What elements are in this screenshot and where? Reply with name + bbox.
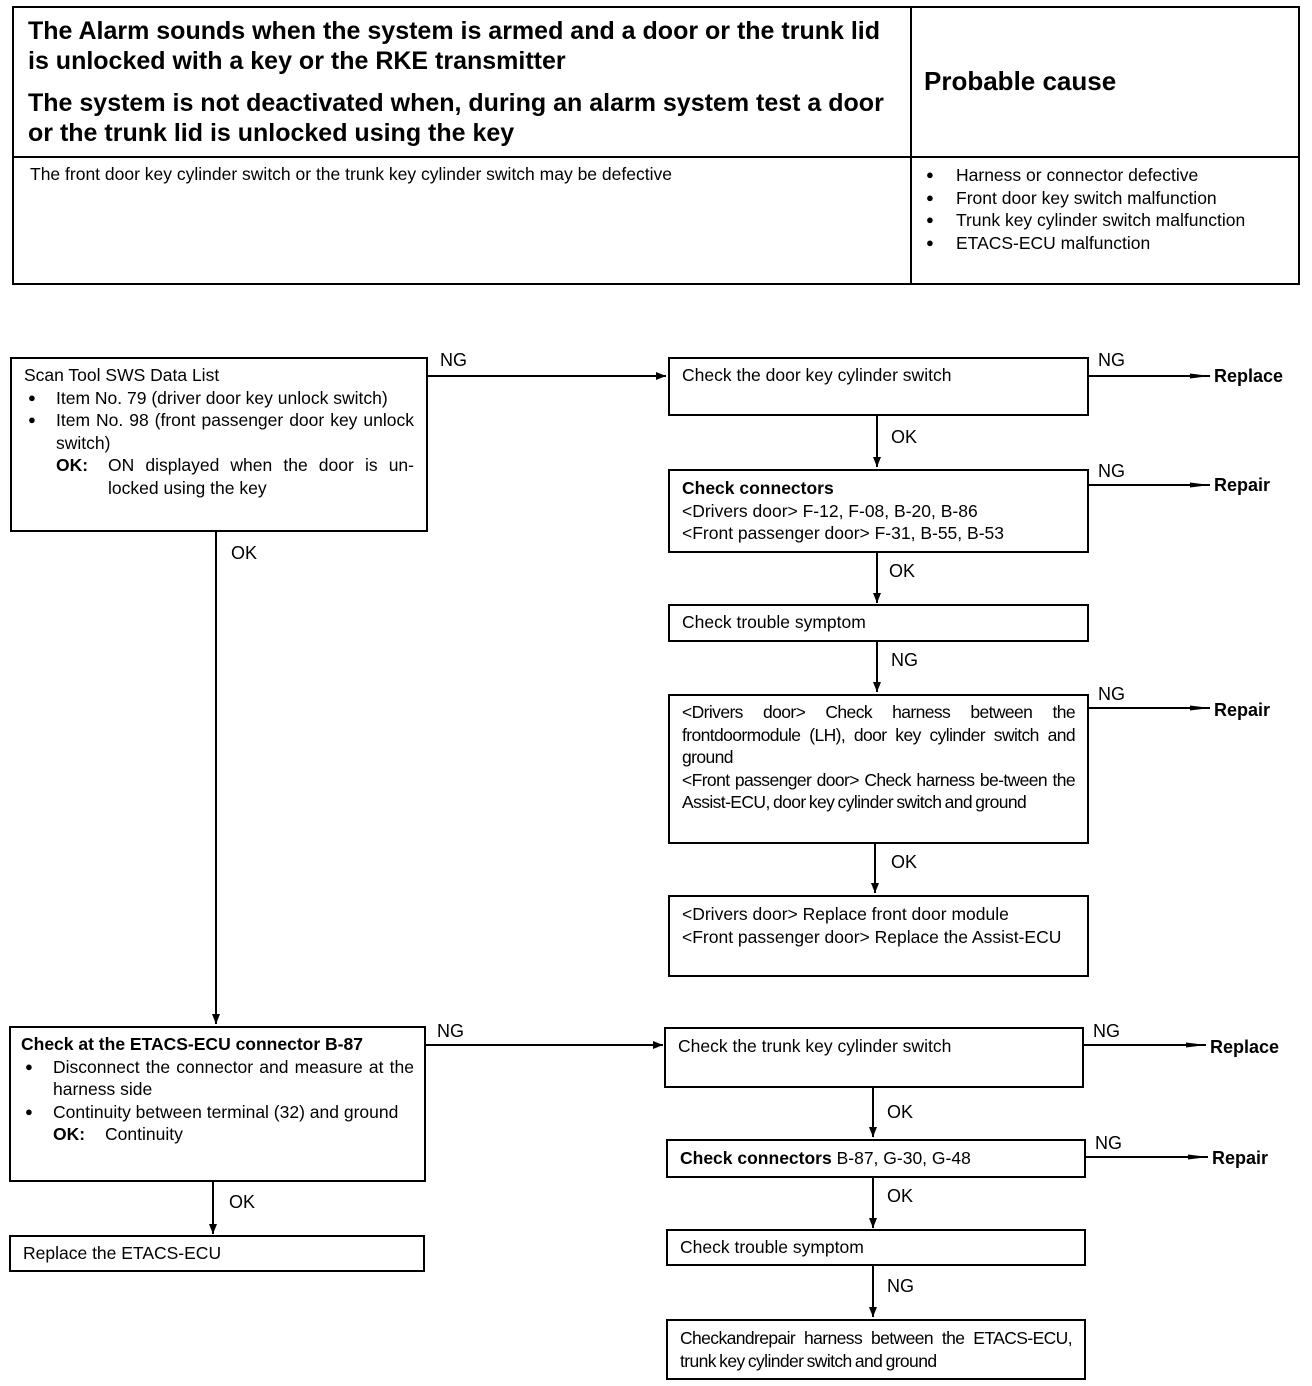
trunk-harness-text: Checkandrepair harness between the ETACS… bbox=[680, 1328, 1073, 1371]
scan-tool-item-98: Item No. 98 (front passenger door key un… bbox=[24, 409, 414, 454]
door-harness-drivers: <Drivers door> Check harness between the… bbox=[682, 702, 1076, 768]
door-harness-passenger: <Front passenger door> Check harness be-… bbox=[682, 769, 1076, 813]
ok-label: OK bbox=[887, 1186, 914, 1206]
trunk-connectors-title: Check connectors bbox=[680, 1148, 832, 1168]
probable-cause-header: Probable cause bbox=[924, 66, 1117, 96]
door-connectors-drivers: <Drivers door> F-12, F-08, B-20, B-86 bbox=[682, 500, 978, 521]
result-repair: Repair bbox=[1212, 1148, 1269, 1168]
door-connectors-passenger: <Front passenger door> F-31, B-55, B-53 bbox=[682, 523, 1004, 544]
scan-tool-item-79: Item No. 79 (driver door key unlock swit… bbox=[24, 387, 414, 410]
cause-item: Trunk key cylinder switch malfunction bbox=[926, 209, 1286, 232]
trunk-switch-text: Check the trunk key cylinder switch bbox=[678, 1036, 952, 1056]
ng-label: NG bbox=[1098, 684, 1125, 704]
table-divider-vertical bbox=[910, 8, 912, 283]
trunk-connectors-list: B-87, G-30, G-48 bbox=[831, 1148, 971, 1168]
replace-module-drivers: <Drivers door> Replace front door module bbox=[682, 904, 1009, 924]
cause-list: Harness or connector defective Front doo… bbox=[926, 164, 1286, 254]
ng-label: NG bbox=[1098, 461, 1125, 481]
ng-label: NG bbox=[1093, 1021, 1120, 1041]
cause-item: Harness or connector defective bbox=[926, 164, 1286, 187]
ok-label: OK bbox=[231, 543, 258, 563]
etacs-check-box: Check at the ETACS-ECU connector B-87 Di… bbox=[9, 1026, 426, 1182]
symptom-check-box-1: Check trouble symptom bbox=[668, 604, 1089, 642]
cause-item: ETACS-ECU malfunction bbox=[926, 232, 1286, 255]
etacs-check-item-2: Continuity between terminal (32) and gro… bbox=[21, 1101, 414, 1124]
ok-label: OK bbox=[229, 1192, 256, 1212]
symptom-table: The Alarm sounds when the system is arme… bbox=[12, 6, 1300, 285]
door-connectors-title: Check connectors bbox=[682, 478, 834, 498]
result-replace: Replace bbox=[1214, 366, 1284, 386]
result-repair: Repair bbox=[1214, 700, 1271, 720]
replace-module-box: <Drivers door> Replace front door module… bbox=[668, 895, 1089, 977]
etacs-check-item-1: Disconnect the connector and measure at … bbox=[21, 1056, 414, 1101]
replace-etacs-box: Replace the ETACS-ECU bbox=[9, 1235, 425, 1272]
replace-etacs-text: Replace the ETACS-ECU bbox=[23, 1243, 222, 1263]
door-switch-box: Check the door key cylinder switch bbox=[668, 357, 1089, 416]
ok-label: OK bbox=[889, 561, 916, 581]
symptom-check-text: Check trouble symptom bbox=[682, 612, 866, 632]
ok-criteria-label: OK: bbox=[53, 1124, 86, 1145]
replace-module-passenger: <Front passenger door> Replace the Assis… bbox=[682, 926, 1062, 947]
etacs-check-title: Check at the ETACS-ECU connector B-87 bbox=[21, 1034, 363, 1054]
ok-criteria-label: OK: bbox=[56, 455, 89, 476]
symptom-check-text: Check trouble symptom bbox=[680, 1237, 864, 1257]
ng-label: NG bbox=[887, 1276, 914, 1296]
cause-item: Front door key switch malfunction bbox=[926, 187, 1286, 210]
symptom-title-2: The system is not deactivated when, duri… bbox=[28, 89, 884, 147]
ng-label: NG bbox=[891, 650, 918, 670]
trunk-connectors-box: Check connectors B-87, G-30, G-48 bbox=[666, 1139, 1086, 1178]
ok-criteria-text: ON displayed when the door is un-locked … bbox=[108, 455, 414, 498]
trunk-harness-box: Checkandrepair harness between the ETACS… bbox=[666, 1319, 1086, 1380]
door-harness-box: <Drivers door> Check harness between the… bbox=[668, 694, 1089, 844]
ng-label: NG bbox=[437, 1021, 464, 1041]
ok-label: OK bbox=[891, 427, 918, 447]
symptom-check-box-2: Check trouble symptom bbox=[666, 1229, 1086, 1266]
table-divider-horizontal bbox=[14, 156, 1298, 158]
result-repair: Repair bbox=[1214, 475, 1271, 495]
symptom-title-1: The Alarm sounds when the system is arme… bbox=[28, 17, 881, 75]
ng-label: NG bbox=[1098, 350, 1125, 370]
scan-tool-title: Scan Tool SWS Data List bbox=[24, 365, 220, 385]
ok-label: OK bbox=[887, 1102, 914, 1122]
trunk-switch-box: Check the trunk key cylinder switch bbox=[664, 1027, 1084, 1088]
symptom-description: The front door key cylinder switch or th… bbox=[30, 164, 672, 184]
door-switch-text: Check the door key cylinder switch bbox=[682, 365, 952, 385]
ok-label: OK bbox=[891, 852, 918, 872]
ok-criteria-text: Continuity bbox=[105, 1124, 183, 1145]
result-replace: Replace bbox=[1210, 1037, 1280, 1057]
door-connectors-box: Check connectors <Drivers door> F-12, F-… bbox=[668, 469, 1089, 553]
ng-label: NG bbox=[1095, 1133, 1122, 1153]
scan-tool-box: Scan Tool SWS Data List Item No. 79 (dri… bbox=[10, 357, 428, 532]
ng-label: NG bbox=[440, 350, 467, 370]
